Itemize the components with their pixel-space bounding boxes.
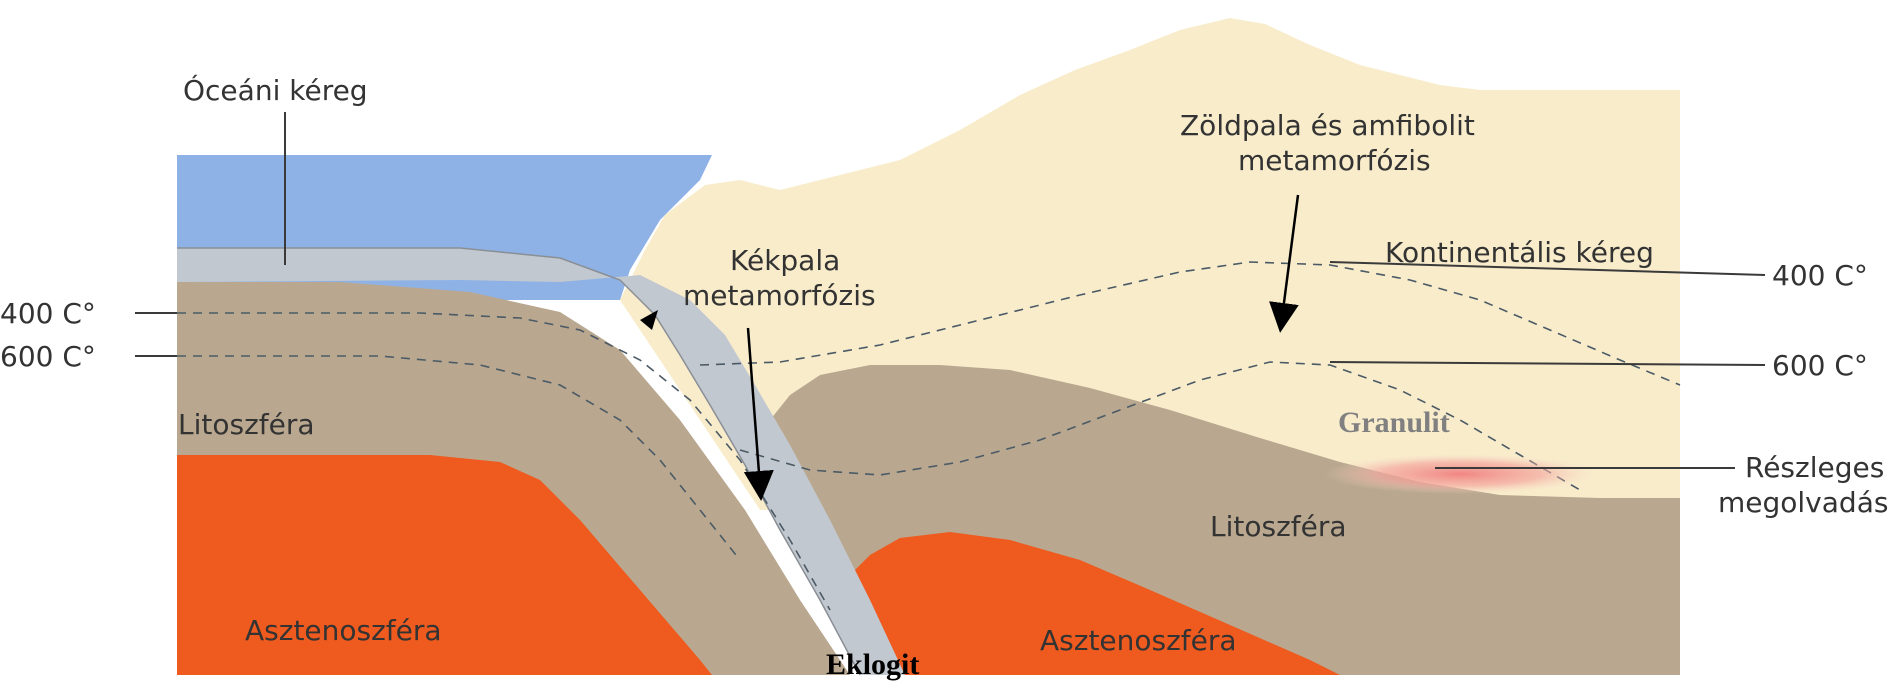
lithosphere-left-label: Litoszféra <box>178 408 315 441</box>
continental-crust-label: Kontinentális kéreg <box>1385 236 1654 269</box>
oceanic-crust-label: Óceáni kéreg <box>183 73 368 107</box>
asthenosphere-left-label: Asztenoszféra <box>245 614 442 647</box>
isotherm-600-left-label: 600 C° <box>0 340 96 373</box>
eclogite-label: Eklogit <box>826 648 919 681</box>
isotherm-400-left-label: 400 C° <box>0 297 96 330</box>
lithosphere-right-label: Litoszféra <box>1210 510 1347 543</box>
greenschist-label-line1: Zöldpala és amfibolit <box>1180 109 1475 142</box>
blueschist-label-line1: Kékpala <box>730 244 840 277</box>
isotherm-400-right-label: 400 C° <box>1772 259 1868 292</box>
blueschist-label-line2: metamorfózis <box>683 279 876 312</box>
granulite-label: Granulit <box>1338 406 1450 439</box>
partial-melt-label-line2: megolvadás <box>1718 486 1888 519</box>
asthenosphere-right-label: Asztenoszféra <box>1040 624 1237 657</box>
partial-melt-label-line1: Részleges <box>1745 451 1884 484</box>
greenschist-label-line2: metamorfózis <box>1238 144 1431 177</box>
partial-melt-zone <box>1325 454 1595 494</box>
isotherm-600-right-label: 600 C° <box>1772 349 1868 382</box>
